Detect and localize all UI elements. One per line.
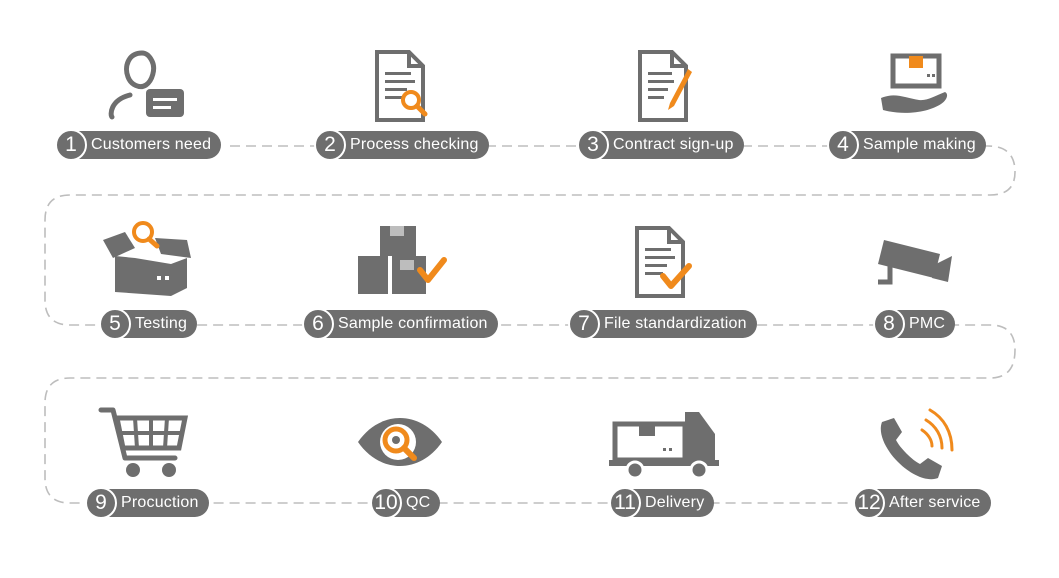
flow-connector [44,145,1016,504]
step-text: Process checking [350,136,479,153]
document-pencil-icon [638,50,692,122]
step-label: 9 Procuction [85,487,209,519]
open-box-search-icon [103,221,191,296]
step-text: QC [406,494,431,511]
document-search-icon [375,50,428,122]
step-number: 2 [314,129,346,161]
camera-icon [878,240,952,285]
step-number: 12 [853,487,885,519]
step-number: 11 [609,487,641,519]
step-number: 4 [827,129,859,161]
person-chat-icon [108,50,184,120]
step-text: Contract sign-up [613,136,734,153]
step-number: 5 [99,308,131,340]
step-number: 7 [568,308,600,340]
boxes-check-icon [358,226,447,294]
step-number: 3 [577,129,609,161]
step-label: 1 Customers need [55,129,222,161]
step-text: After service [889,494,981,511]
step-number: 1 [55,129,87,161]
step-text: Customers need [91,136,212,153]
step-label: 7 File standardization [568,308,757,340]
step-6: 6 Sample confirmation [300,218,500,398]
step-8: 8 PMC [815,218,1015,398]
step-10: 10 QC [300,398,500,578]
phone-icon [880,408,954,480]
step-label: 6 Sample confirmation [302,308,498,340]
step-12: 12 After service [815,398,1015,578]
step-number: 9 [85,487,117,519]
step-text: Sample making [863,136,976,153]
step-label: 8 PMC [873,308,956,340]
step-9: 9 Procuction [45,398,245,578]
step-label: 5 Testing [99,308,198,340]
step-number: 6 [302,308,334,340]
step-1: 1 Customers need [45,40,245,220]
step-11: 11 Delivery [565,398,765,578]
step-2: 2 Process checking [300,40,500,220]
step-text: File standardization [604,315,747,332]
hand-box-icon [881,53,948,113]
step-label: 10 QC [370,487,441,519]
step-label: 2 Process checking [314,129,489,161]
document-check-icon [635,226,692,298]
step-7: 7 File standardization [560,218,760,398]
step-label: 12 After service [853,487,991,519]
step-text: Sample confirmation [338,315,488,332]
step-label: 4 Sample making [827,129,986,161]
step-number: 10 [370,487,402,519]
step-text: Testing [135,315,188,332]
step-number: 8 [873,308,905,340]
step-5: 5 Testing [45,218,245,398]
shopping-cart-icon [98,407,189,477]
eye-search-icon [358,418,442,466]
step-4: 4 Sample making [815,40,1015,220]
step-text: Delivery [645,494,705,511]
step-3: 3 Contract sign-up [565,40,765,220]
step-label: 11 Delivery [609,487,715,519]
delivery-truck-icon [609,412,719,480]
step-label: 3 Contract sign-up [577,129,744,161]
step-text: Procuction [121,494,199,511]
step-text: PMC [909,315,946,332]
